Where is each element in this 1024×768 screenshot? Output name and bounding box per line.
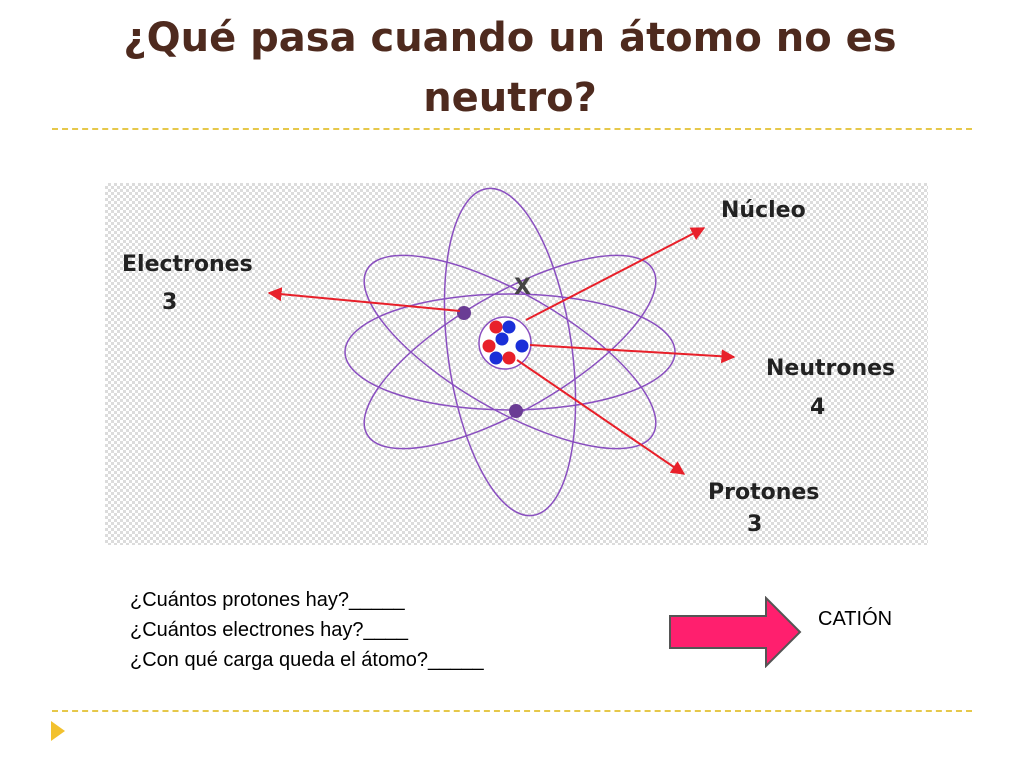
electrons-count: 3 <box>162 290 178 315</box>
nucleus-label: Núcleo <box>721 198 806 223</box>
removed-electron-marker: X <box>514 275 531 300</box>
neutrons-count: 4 <box>810 395 826 420</box>
orbit-vertical <box>443 187 577 517</box>
top-divider <box>52 128 972 130</box>
answer-arrow-icon <box>669 596 802 668</box>
bottom-divider <box>52 710 972 712</box>
slide-bullet-icon <box>51 721 65 741</box>
question-charge: ¿Con qué carga queda el átomo?_____ <box>130 649 484 671</box>
protons-count: 3 <box>747 512 763 537</box>
neutron-dot <box>495 332 509 346</box>
neutrons-pointer-arrow <box>529 344 736 364</box>
orbit-tilted-left <box>363 254 657 450</box>
proton-dot <box>502 351 516 365</box>
electrons-pointer-arrow <box>267 287 461 312</box>
electrons-label: Electrones <box>122 252 253 277</box>
nucleus-pointer-arrow <box>525 227 706 321</box>
orbit-tilted-right <box>363 254 657 450</box>
protons-pointer-arrow <box>516 359 686 475</box>
answer-label: CATIÓN <box>818 608 893 630</box>
atom-diagram <box>105 183 928 545</box>
question-electrons: ¿Cuántos electrones hay?____ <box>130 619 408 641</box>
proton-dot <box>482 339 496 353</box>
electron-dot <box>509 404 523 418</box>
neutron-dot <box>489 351 503 365</box>
protons-label: Protones <box>708 480 820 505</box>
question-list: ¿Cuántos protones hay?_____ ¿Cuántos ele… <box>130 585 484 675</box>
electron-dot <box>457 306 471 320</box>
proton-dot <box>489 320 503 334</box>
question-protons: ¿Cuántos protones hay?_____ <box>130 589 405 611</box>
neutron-dot <box>502 320 516 334</box>
neutron-dot <box>515 339 529 353</box>
neutrons-label: Neutrones <box>766 356 896 381</box>
slide-title: ¿Qué pasa cuando un átomo no es neutro? <box>123 15 897 121</box>
